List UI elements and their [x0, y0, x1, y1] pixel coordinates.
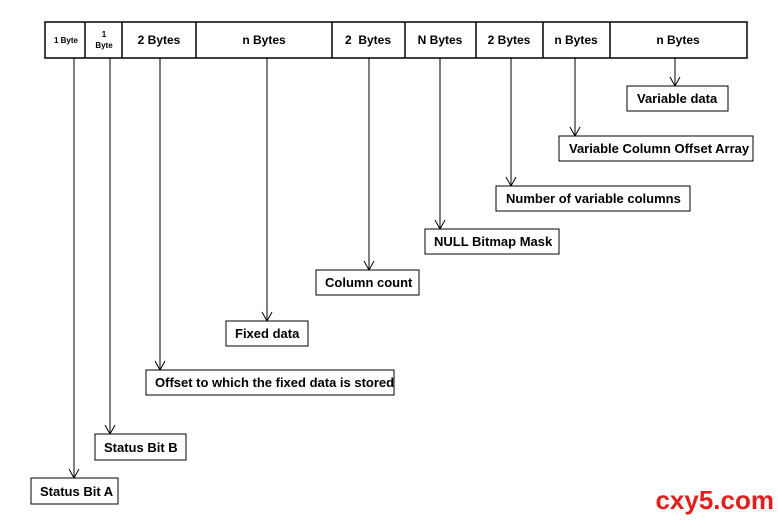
label-box-null-bitmap-mask: NULL Bitmap Mask: [424, 228, 560, 255]
label-box-variable-column-offset-array: Variable Column Offset Array: [558, 135, 754, 162]
connector-variable-offset-array: [569, 58, 581, 138]
svg-text:Status Bit B: Status Bit B: [104, 440, 178, 455]
cell-fixed-data-size: n Bytes: [242, 33, 286, 47]
label-box-column-count: Column count: [315, 269, 420, 296]
cell-variable-column-count-size: 2 Bytes: [488, 33, 531, 47]
label-box-number-of-variable-columns: Number of variable columns: [495, 185, 691, 212]
cell-status-bit-b-size-line2: Byte: [95, 41, 113, 50]
connector-variable-data: [669, 58, 681, 88]
label-box-status-bit-a: Status Bit A: [30, 477, 119, 505]
cell-null-bitmap-size: N Bytes: [418, 33, 463, 47]
cell-column-count-size: 2 Bytes: [345, 33, 391, 47]
connector-fixed-offset: [154, 58, 166, 372]
connector-status-bit-b: [104, 58, 116, 436]
label-box-fixed-data: Fixed data: [225, 320, 309, 347]
svg-text:Offset to which the fixed data: Offset to which the fixed data is stored: [155, 375, 394, 390]
label-box-fixed-data-offset: Offset to which the fixed data is stored: [145, 369, 395, 396]
connector-variable-column-count: [505, 58, 517, 188]
cell-status-bit-a-size: 1 Byte: [54, 36, 79, 45]
watermark-logo: cxy5.com: [655, 485, 774, 515]
svg-text:Fixed data: Fixed data: [235, 326, 300, 341]
svg-text:Status Bit A: Status Bit A: [40, 484, 114, 499]
svg-text:NULL Bitmap Mask: NULL Bitmap Mask: [434, 234, 553, 249]
cell-fixed-offset-size: 2 Bytes: [138, 33, 181, 47]
label-box-variable-data: Variable data: [626, 85, 729, 112]
record-layout-row: 1 Byte 1 Byte 2 Bytes n Bytes 2 Bytes N …: [44, 21, 748, 59]
connectors: [68, 58, 681, 480]
record-row-border: [44, 21, 748, 59]
svg-text:Number of variable columns: Number of variable columns: [506, 191, 681, 206]
cell-variable-data-size: n Bytes: [656, 33, 700, 47]
cell-status-bit-b-size-line1: 1: [102, 30, 107, 39]
connector-fixed-data: [261, 58, 273, 323]
connector-null-bitmap: [434, 58, 446, 231]
connector-status-bit-a: [68, 58, 80, 480]
connector-column-count: [363, 58, 375, 272]
label-box-status-bit-b: Status Bit B: [94, 433, 187, 461]
svg-text:Variable Column Offset Array: Variable Column Offset Array: [569, 141, 750, 156]
svg-text:Column count: Column count: [325, 275, 413, 290]
cell-variable-offset-array-size: n Bytes: [554, 33, 598, 47]
svg-text:Variable data: Variable data: [637, 91, 718, 106]
